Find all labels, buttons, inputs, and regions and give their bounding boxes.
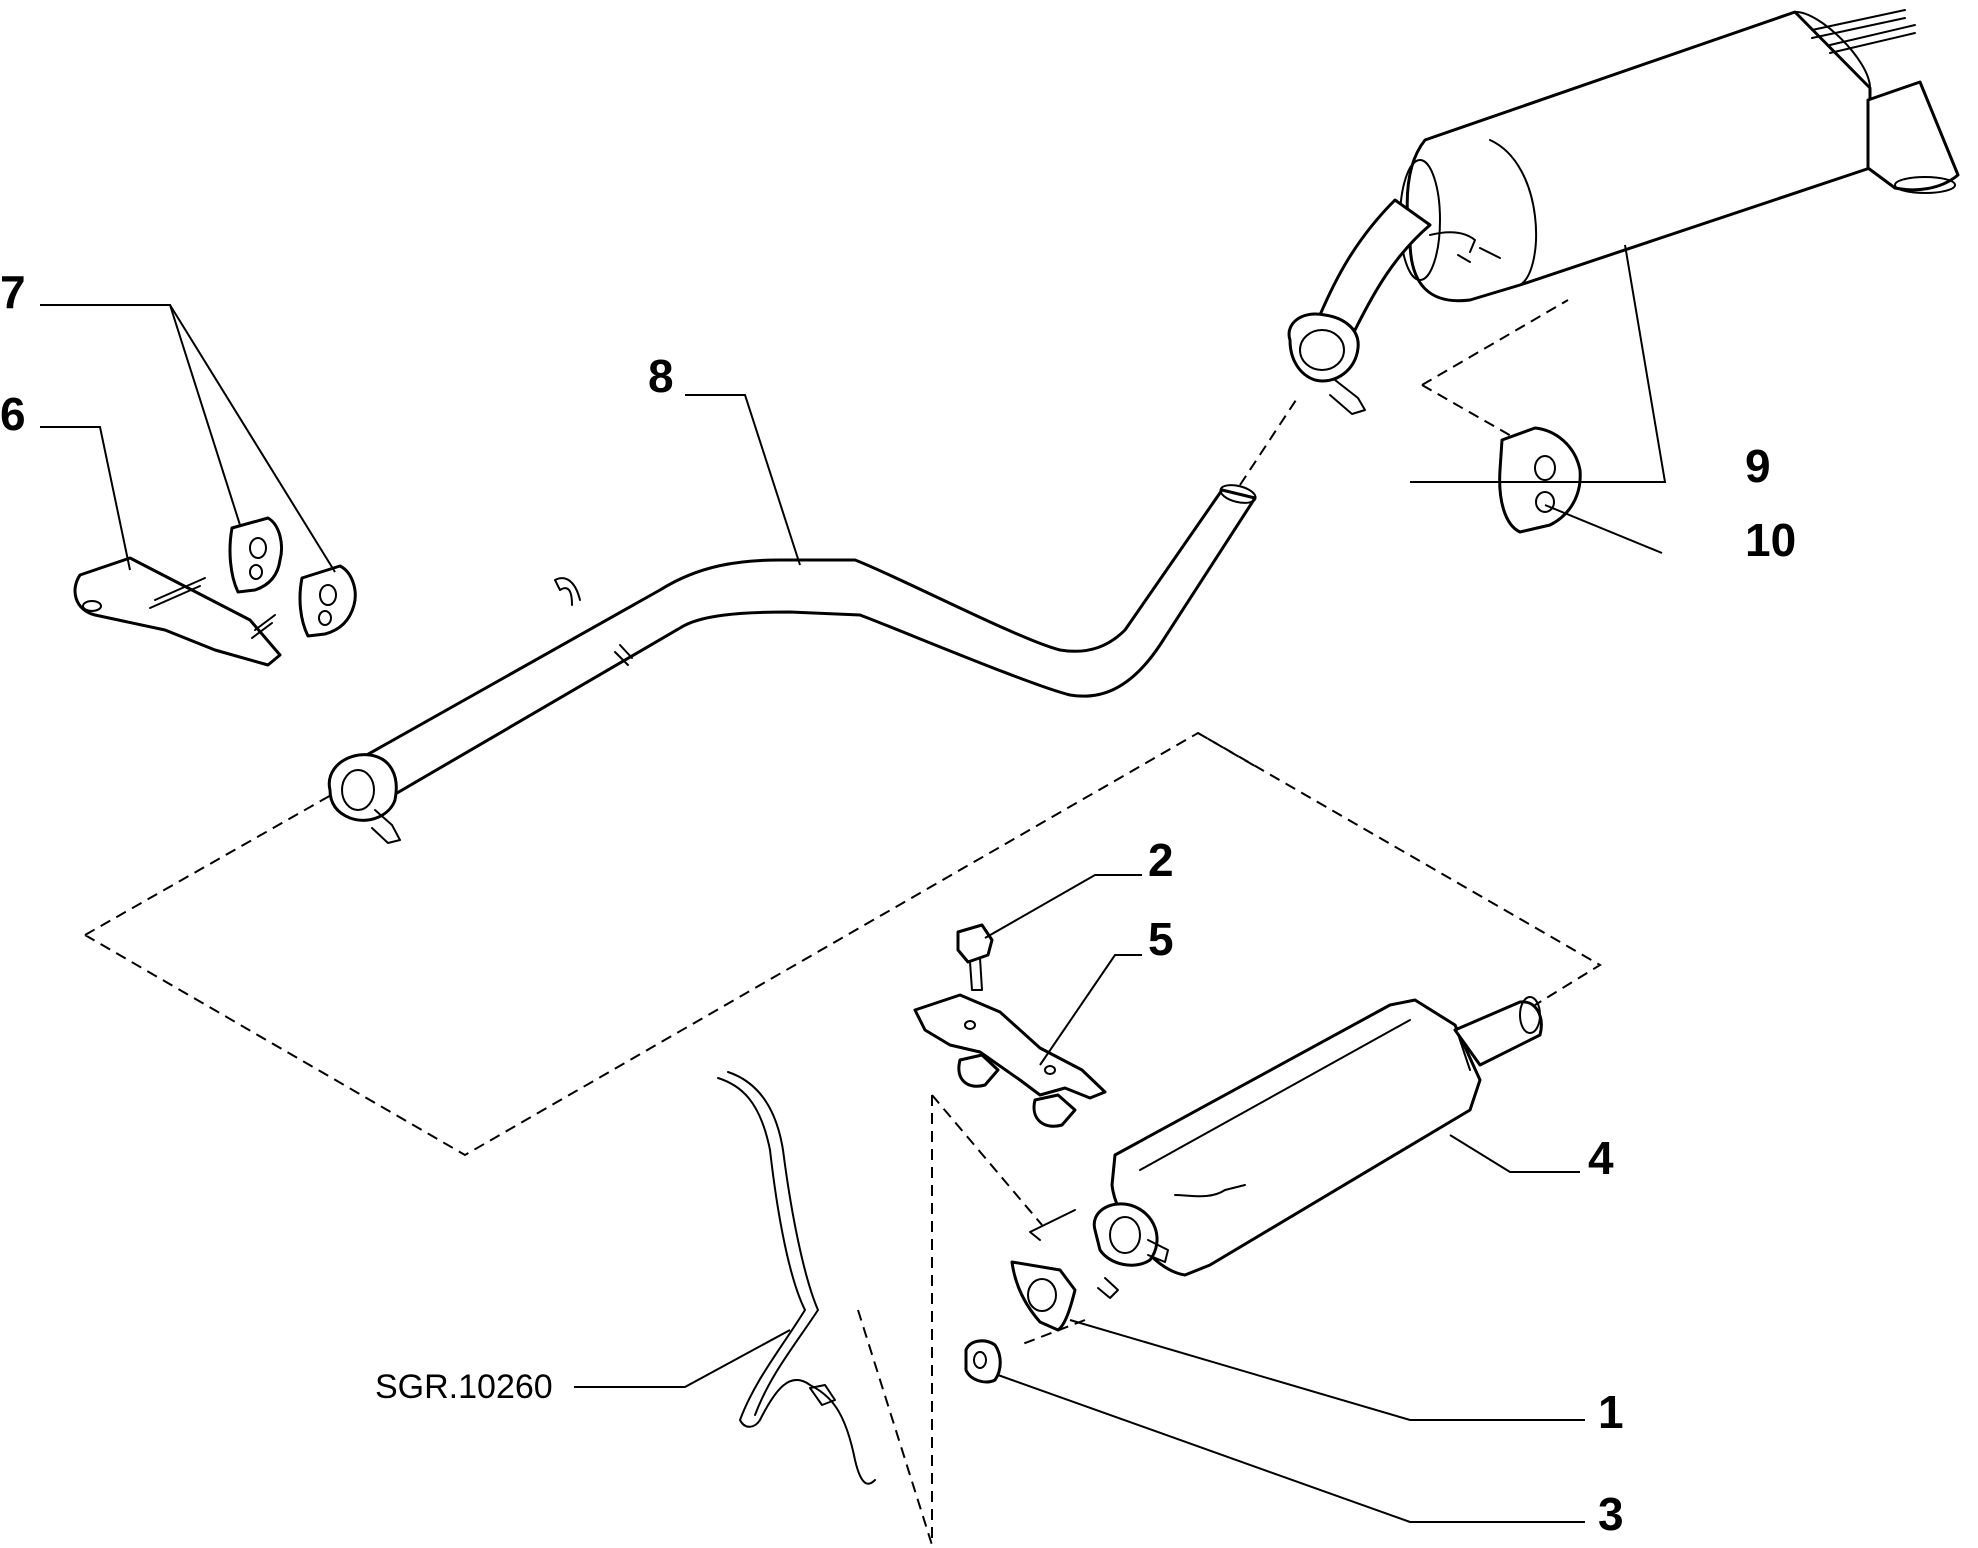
callout-1: 1 — [1598, 1386, 1624, 1438]
gasket — [1010, 1260, 1077, 1332]
catalyst-bracket — [913, 993, 1107, 1128]
rubber-mount-right — [298, 564, 357, 638]
callout-10: 10 — [1745, 514, 1796, 566]
callout-6: 6 — [0, 388, 26, 440]
reference-code: SGR.10260 — [375, 1368, 553, 1406]
callout-9: 9 — [1745, 440, 1771, 492]
rear-rubber-mount — [1498, 426, 1582, 534]
sensor-pipe — [717, 1071, 876, 1485]
rubber-mount-left — [228, 516, 283, 594]
callout-7: 7 — [0, 266, 26, 318]
front-silencer — [1029, 996, 1543, 1299]
callout-8: 8 — [648, 350, 674, 402]
callout-3: 3 — [1598, 1488, 1624, 1540]
callout-5: 5 — [1148, 913, 1174, 965]
assembly-guide-lines — [84, 299, 1602, 1546]
bolt — [956, 923, 994, 991]
callout-4: 4 — [1588, 1132, 1614, 1184]
intermediate-exhaust-pipe — [327, 484, 1257, 844]
rear-silencer — [1287, 9, 1960, 415]
leader-lines — [40, 244, 1667, 1523]
front-hanger-bracket — [73, 556, 282, 667]
callout-labels: 7 6 8 9 10 2 5 4 1 3 SGR.10260 — [0, 266, 1796, 1540]
callout-2: 2 — [1148, 834, 1174, 886]
nut — [964, 1339, 1002, 1384]
